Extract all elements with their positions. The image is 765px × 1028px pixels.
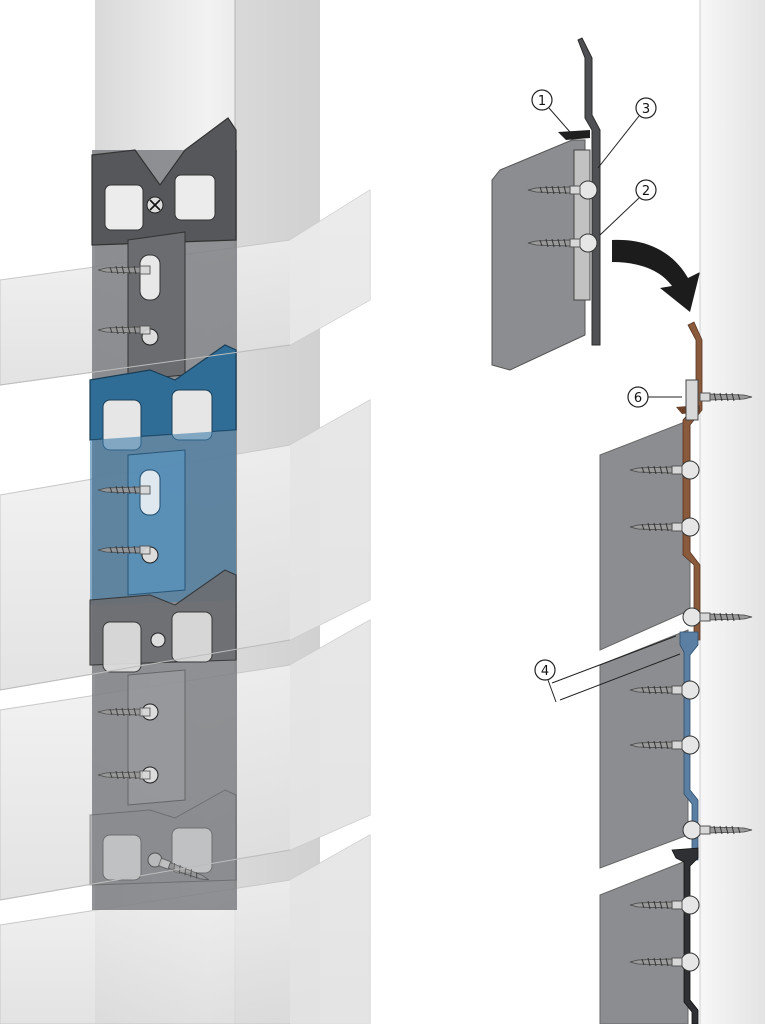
- clip-blue: [89, 344, 237, 605]
- left-isometric-view: [0, 0, 371, 1025]
- panel-top: [491, 139, 586, 371]
- detail-view-top: 1 3 2: [491, 37, 700, 371]
- callout-6: 6: [627, 386, 682, 408]
- callout-1: 1: [531, 89, 571, 133]
- callout-3-label: 3: [642, 102, 650, 117]
- callout-2: 2: [599, 179, 657, 236]
- callout-2-label: 2: [642, 184, 650, 199]
- fasteners-bottom: [629, 379, 753, 972]
- clip-bottom: [89, 789, 237, 886]
- clip-lower: [89, 569, 237, 806]
- callout-4: 4: [534, 635, 681, 703]
- panel-1: [599, 419, 691, 651]
- wall-surface: [700, 0, 765, 1024]
- callout-3: 3: [597, 97, 657, 169]
- profile-rail-top: [577, 37, 601, 346]
- curved-arrow-icon: [612, 239, 700, 312]
- callout-1-label: 1: [538, 94, 546, 109]
- detail-view-bottom: 6 4: [534, 0, 765, 1025]
- callout-4-label: 4: [541, 664, 549, 679]
- clip-top: [91, 117, 237, 381]
- panel-3: [599, 859, 689, 1025]
- callout-6-label: 6: [634, 391, 642, 406]
